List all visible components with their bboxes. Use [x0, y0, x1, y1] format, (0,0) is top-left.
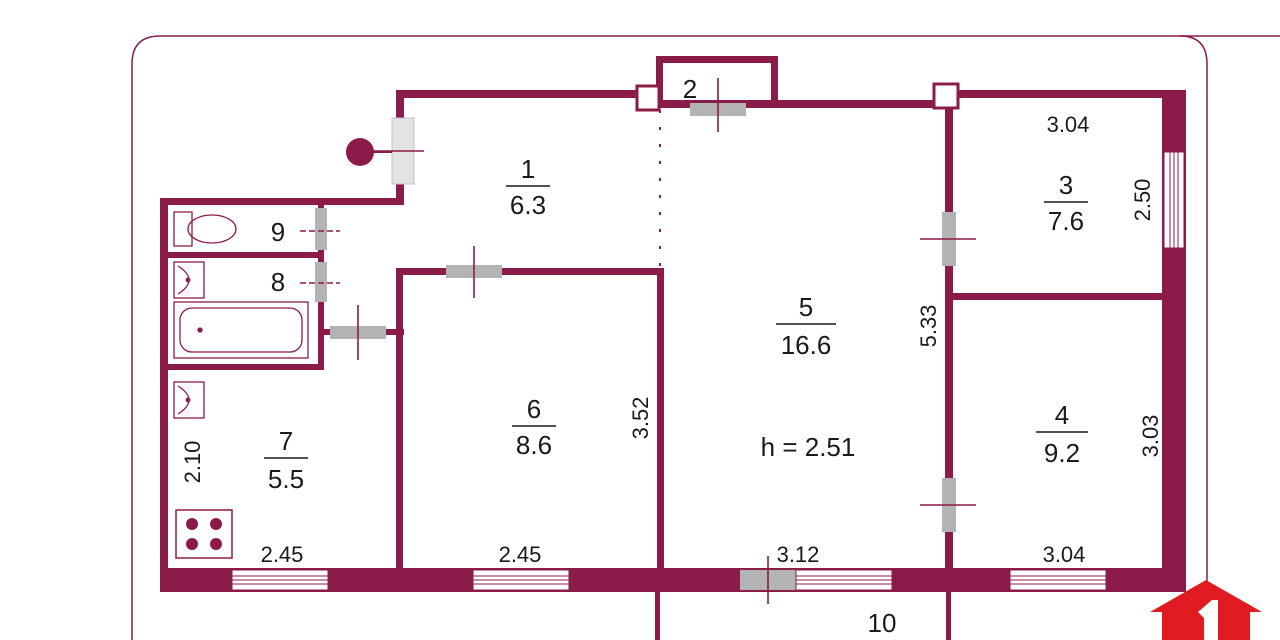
room-6-number: 6: [527, 394, 541, 424]
room-1-label: 1 6.3: [506, 154, 550, 220]
wall-niche-top: [656, 56, 778, 63]
room-3-label: 3 7.6: [1044, 170, 1088, 236]
wall-top-middle: [658, 100, 948, 108]
room-2-number: 2: [683, 74, 697, 104]
windows: [231, 151, 1185, 591]
wall-wc-bath: [160, 252, 324, 258]
riser-icon: [346, 138, 392, 166]
room-1-number: 1: [521, 154, 535, 184]
room-6-area: 8.6: [516, 430, 552, 460]
room-7-area: 5.5: [268, 464, 304, 494]
window-room3: [1163, 151, 1185, 249]
wall-below-1: [655, 592, 660, 640]
wall-top-right: [946, 90, 1186, 98]
wall-top-left: [396, 90, 640, 98]
plan-frame: [131, 35, 1280, 640]
dim-room7-width: 2.45: [261, 542, 304, 567]
door-wc: [315, 208, 327, 250]
wall-bath-kitchen: [160, 364, 324, 370]
door-bath: [315, 262, 327, 302]
room-3-area: 7.6: [1048, 206, 1084, 236]
dimension-labels: 3.04 2.50 5.33 3.03 3.04 3.12 3.52 2.45 …: [180, 112, 1163, 567]
dim-room6-depth: 3.52: [628, 397, 653, 440]
column-post-left: [635, 84, 661, 112]
window-room6: [472, 569, 570, 591]
window-room5: [795, 569, 893, 591]
sink-icon: [173, 261, 205, 299]
room-7-label: 7 5.5: [264, 426, 308, 494]
dim-room4-depth: 3.03: [1138, 415, 1163, 458]
room-5-area: 16.6: [781, 330, 832, 360]
wall-room6-top: [396, 268, 664, 275]
room-4-label: 4 9.2: [1036, 400, 1088, 468]
wall-below-2: [946, 592, 951, 640]
plan-frame-right: [1179, 35, 1208, 600]
room-7-number: 7: [279, 426, 293, 456]
room-1-area: 6.3: [510, 190, 546, 220]
wall-room6-left: [396, 268, 403, 568]
window-kitchen: [231, 569, 329, 591]
room-3-number: 3: [1059, 170, 1073, 200]
room-5-number: 5: [799, 292, 813, 322]
room-labels: 1 6.3 3 7.6 4 9.2 5 16.6 6 8.6 7 5.5: [264, 74, 1088, 638]
wall-room3-room4: [945, 293, 1165, 300]
room-6-label: 6 8.6: [512, 394, 556, 460]
room-5-label: 5 16.6: [776, 292, 836, 360]
wall-niche-left: [656, 56, 663, 108]
dim-room7-depth: 2.10: [180, 441, 205, 484]
window-room4: [1009, 569, 1107, 591]
room-4-area: 9.2: [1044, 438, 1080, 468]
doors: [315, 103, 956, 590]
dim-room3-width: 3.04: [1047, 112, 1090, 137]
room-9-number: 9: [271, 217, 285, 247]
wall-step: [160, 198, 404, 205]
wall-niche-right: [771, 56, 778, 108]
room-4-number: 4: [1055, 400, 1069, 430]
logo-icon: [1150, 580, 1262, 640]
ceiling-height: h = 2.51: [761, 432, 856, 462]
walls: [160, 56, 1186, 640]
column-post-right: [932, 82, 960, 110]
door-ticks: [300, 78, 976, 604]
dim-room3-depth: 2.50: [1130, 179, 1155, 222]
room-10-number: 10: [868, 608, 897, 638]
toilet-icon: [173, 211, 237, 247]
kitchen-sink-icon: [173, 381, 205, 419]
wall-left: [160, 198, 168, 592]
dim-room6-width: 2.45: [499, 542, 542, 567]
dim-room5-width: 3.12: [777, 542, 820, 567]
wall-room34-left: [945, 98, 953, 568]
dim-room5-depth: 5.33: [916, 305, 941, 348]
stove-icon: [175, 509, 233, 559]
wall-room6-right: [657, 268, 664, 568]
bathtub-icon: [173, 301, 309, 359]
dim-room4-width: 3.04: [1043, 542, 1086, 567]
room-8-number: 8: [271, 267, 285, 297]
